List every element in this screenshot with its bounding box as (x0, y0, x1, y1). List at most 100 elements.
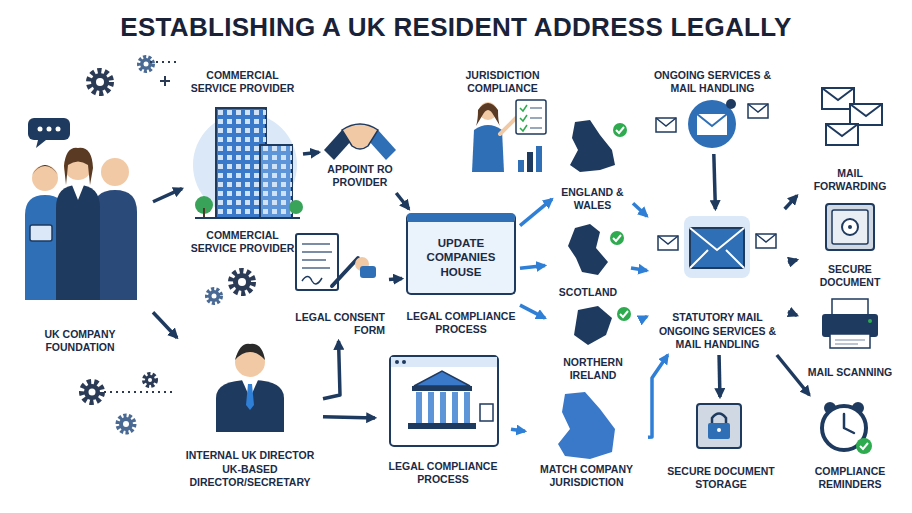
gear-icon-part (233, 273, 251, 291)
node-label: SECURE DOCUMENT STORAGE (663, 465, 779, 491)
flow-arrow (788, 312, 797, 316)
service-node: SECURE DOCUMENT STORAGE (662, 400, 780, 492)
dotted-line-part (104, 391, 172, 393)
gear-icon-part (119, 417, 133, 431)
office-building-part (195, 217, 300, 219)
director-figure-part (216, 380, 284, 432)
alarm-clock-icon-part (844, 414, 854, 433)
office-building-part (260, 145, 292, 218)
service-node: COMPLIANCE REMINDERS (795, 398, 905, 492)
node-label: LEGAL CONSENT FORM (289, 311, 385, 337)
founders-node: UK COMPANY FOUNDATION (10, 115, 150, 355)
flow-arrow (641, 317, 647, 320)
mail-circle-icon-part (697, 114, 727, 126)
forwarding-envelopes-part (826, 124, 858, 145)
node-label: ONGOING SERVICES & MAIL HANDLING (651, 325, 784, 351)
analyst-figure-part (527, 152, 533, 172)
alarm-clock-icon (822, 402, 872, 454)
node-label: NORTHERN IRELAND (549, 356, 637, 382)
node-label: APPOINT RO PROVIDER (323, 163, 397, 189)
consent-form-icon-part (360, 266, 376, 278)
analyst-figure-part (516, 100, 546, 134)
government-building-part (440, 392, 446, 423)
match-node: MATCH COMPANY JURISDICTION (528, 390, 645, 490)
gear-icon (231, 271, 253, 293)
flow-arrow (396, 193, 409, 209)
government-building-part (412, 386, 472, 391)
flow-arrow (520, 266, 545, 269)
flow-arrow (153, 312, 177, 337)
node-label: LEGAL COMPLIANCE PROCESS (406, 310, 516, 336)
flow-arrow (633, 203, 647, 216)
analyst-figure-part (530, 108, 542, 128)
alarm-clock-icon-part (856, 438, 872, 454)
node-label: STATUTORY MAIL (651, 311, 784, 324)
mail-circle-icon-part (697, 114, 727, 135)
analyst-figure-part (476, 103, 500, 126)
flow-arrow (520, 199, 552, 226)
consent-form-icon-part (296, 234, 338, 290)
analyst-figure-part (518, 160, 524, 172)
dotted-line-part (150, 61, 180, 63)
government-building-part (390, 356, 498, 446)
map-northern-ireland (574, 306, 631, 345)
storage-safe-icon-part (697, 404, 741, 448)
gear-icon-part (91, 73, 109, 91)
gear-icon (118, 416, 134, 432)
director-node: INTERNAL UK DIRECTORUK-BASED DIRECTOR/SE… (180, 340, 320, 490)
storage-safe-icon (697, 404, 741, 448)
node-label: MAIL SCANNING (801, 366, 899, 379)
government-building-part (408, 423, 476, 429)
statutory-mail-icon-part (684, 216, 750, 278)
map-northern-ireland-part (617, 307, 631, 321)
government-building-part (395, 360, 399, 364)
founders-illustration-part (32, 165, 58, 191)
founders-illustration (25, 118, 137, 300)
gear-icon (82, 382, 102, 402)
screen-panel-text: UPDATE COMPANIES HOUSE (406, 213, 516, 295)
statutory-mail-icon-part (658, 236, 678, 244)
statutory-mail-icon-part (690, 228, 744, 268)
founders-illustration-part (101, 160, 129, 170)
gear-icon-part (207, 289, 221, 303)
consent-form-icon-part (332, 258, 358, 286)
map-england-wales-part (613, 123, 627, 137)
mail-circle-icon-part (656, 118, 676, 126)
consent-form-icon-part (302, 244, 332, 268)
gear-icon (144, 374, 156, 386)
node-label: UK COMPANY FOUNDATION (11, 328, 149, 354)
government-building-part (464, 392, 470, 423)
flow-arrow (788, 260, 797, 263)
node-label: JURISDICTION COMPLIANCE (456, 69, 549, 95)
gear-icon-part (231, 271, 253, 293)
analyst-figure-part (500, 118, 516, 134)
node-label: ENGLAND & WALES (556, 186, 629, 212)
sparkle-part (160, 80, 170, 82)
region-node: NORTHERN IRELAND (548, 303, 638, 383)
mail-circle-icon-part (688, 100, 736, 148)
scanner-icon-part (868, 319, 872, 323)
flow-arrow (785, 196, 797, 209)
map-scotland-part (610, 231, 624, 245)
statutory-mail-icon-part (658, 236, 678, 250)
founders-illustration-part (36, 140, 46, 148)
mail-circle-icon-part (748, 104, 768, 118)
analyst-figure (472, 100, 546, 172)
safe-icon-part (842, 219, 858, 235)
update-box: UPDATE COMPANIES HOUSE LEGAL COMPLIANCE P… (405, 212, 517, 337)
mail-hub-node: STATUTORY MAILONGOING SERVICES & MAIL HA… (650, 212, 785, 352)
gear-icon (89, 71, 111, 93)
consent-form-icon-part (302, 277, 322, 284)
mail-circle-icon-part (726, 99, 736, 109)
gear-icon-part (89, 71, 111, 93)
compliance-node: LEGAL COMPLIANCE PROCESS (378, 352, 508, 487)
gear-icon-part (208, 290, 220, 302)
node-label: COMMERCIAL SERVICE PROVIDER (186, 229, 299, 255)
service-node: MAIL SCANNING (800, 295, 900, 380)
office-building-part (260, 145, 292, 218)
mail-circle-icon-part (748, 104, 768, 112)
statutory-mail-icon-part (756, 234, 776, 248)
mail-circle-icon (656, 99, 768, 148)
storage-safe-icon-part (708, 423, 730, 439)
flow-arrow (714, 154, 716, 209)
